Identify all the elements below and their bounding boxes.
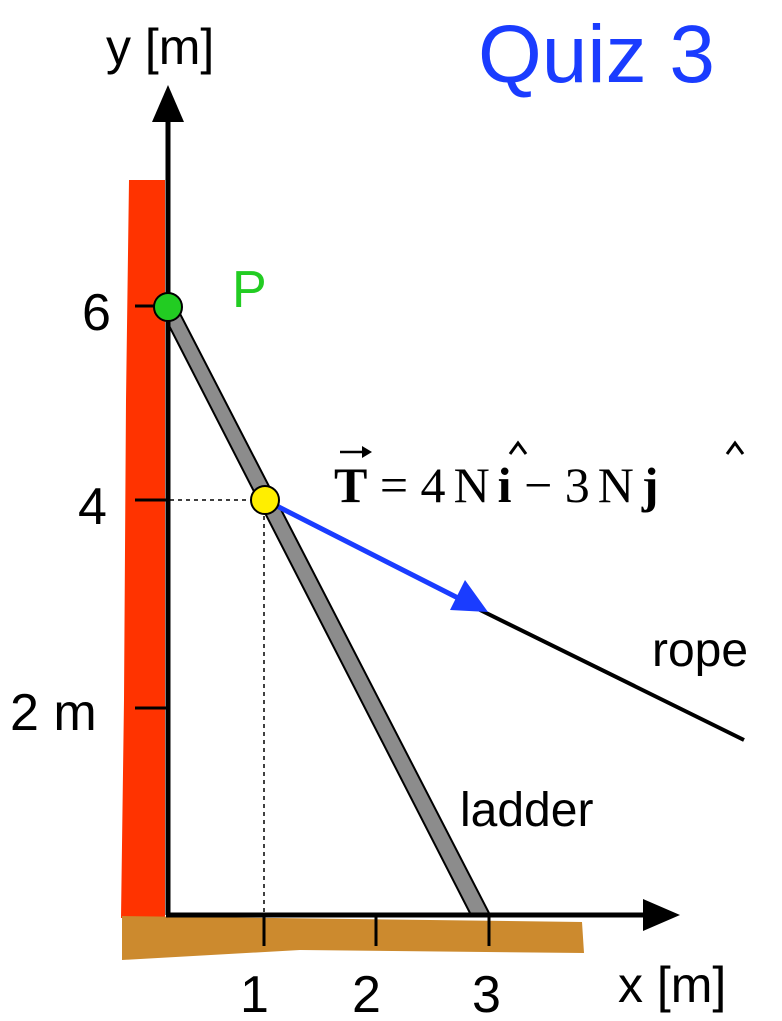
unit-vector-j: j — [641, 457, 659, 513]
rope-label: rope — [652, 624, 748, 677]
equation-minus-3: − 3 — [512, 457, 590, 513]
rope — [469, 603, 745, 742]
vector-arrow-over-T-head — [362, 446, 372, 458]
equation-equals-4: = 4 — [367, 457, 445, 513]
tension-symbol: T — [334, 457, 367, 513]
y-tick-label-4: 4 — [78, 478, 107, 536]
y-tick-label-2: 2 m — [10, 684, 97, 742]
x-axis-label: x [m] — [618, 957, 726, 1013]
hat-over-i-icon — [508, 440, 528, 455]
svg-text:T = 4Ni − 3Nj: T = 4Ni − 3Nj — [334, 457, 659, 513]
wall — [121, 180, 165, 918]
y-axis-label: y [m] — [106, 19, 214, 75]
ladder-label: ladder — [460, 784, 593, 837]
x-tick-label-1: 1 — [240, 966, 269, 1021]
unit-N-1: N — [454, 457, 490, 513]
x-tick-label-2: 2 — [352, 966, 381, 1021]
unit-vector-i: i — [498, 457, 512, 513]
point-P — [153, 292, 183, 322]
point-rope-attachment — [250, 485, 280, 515]
tension-vector-arrowhead — [450, 580, 488, 612]
x-tick-label-3: 3 — [472, 966, 501, 1021]
tension-vector — [263, 497, 462, 602]
point-P-label: P — [232, 261, 267, 319]
hat-over-j-icon — [725, 440, 745, 455]
quiz-title: Quiz 3 — [478, 9, 715, 100]
y-axis-arrowhead — [152, 85, 184, 122]
ladder — [159, 302, 492, 916]
x-axis-arrowhead — [643, 899, 680, 931]
ground — [122, 916, 584, 960]
y-tick-label-6: 6 — [82, 284, 111, 342]
unit-N-2: N — [598, 457, 634, 513]
